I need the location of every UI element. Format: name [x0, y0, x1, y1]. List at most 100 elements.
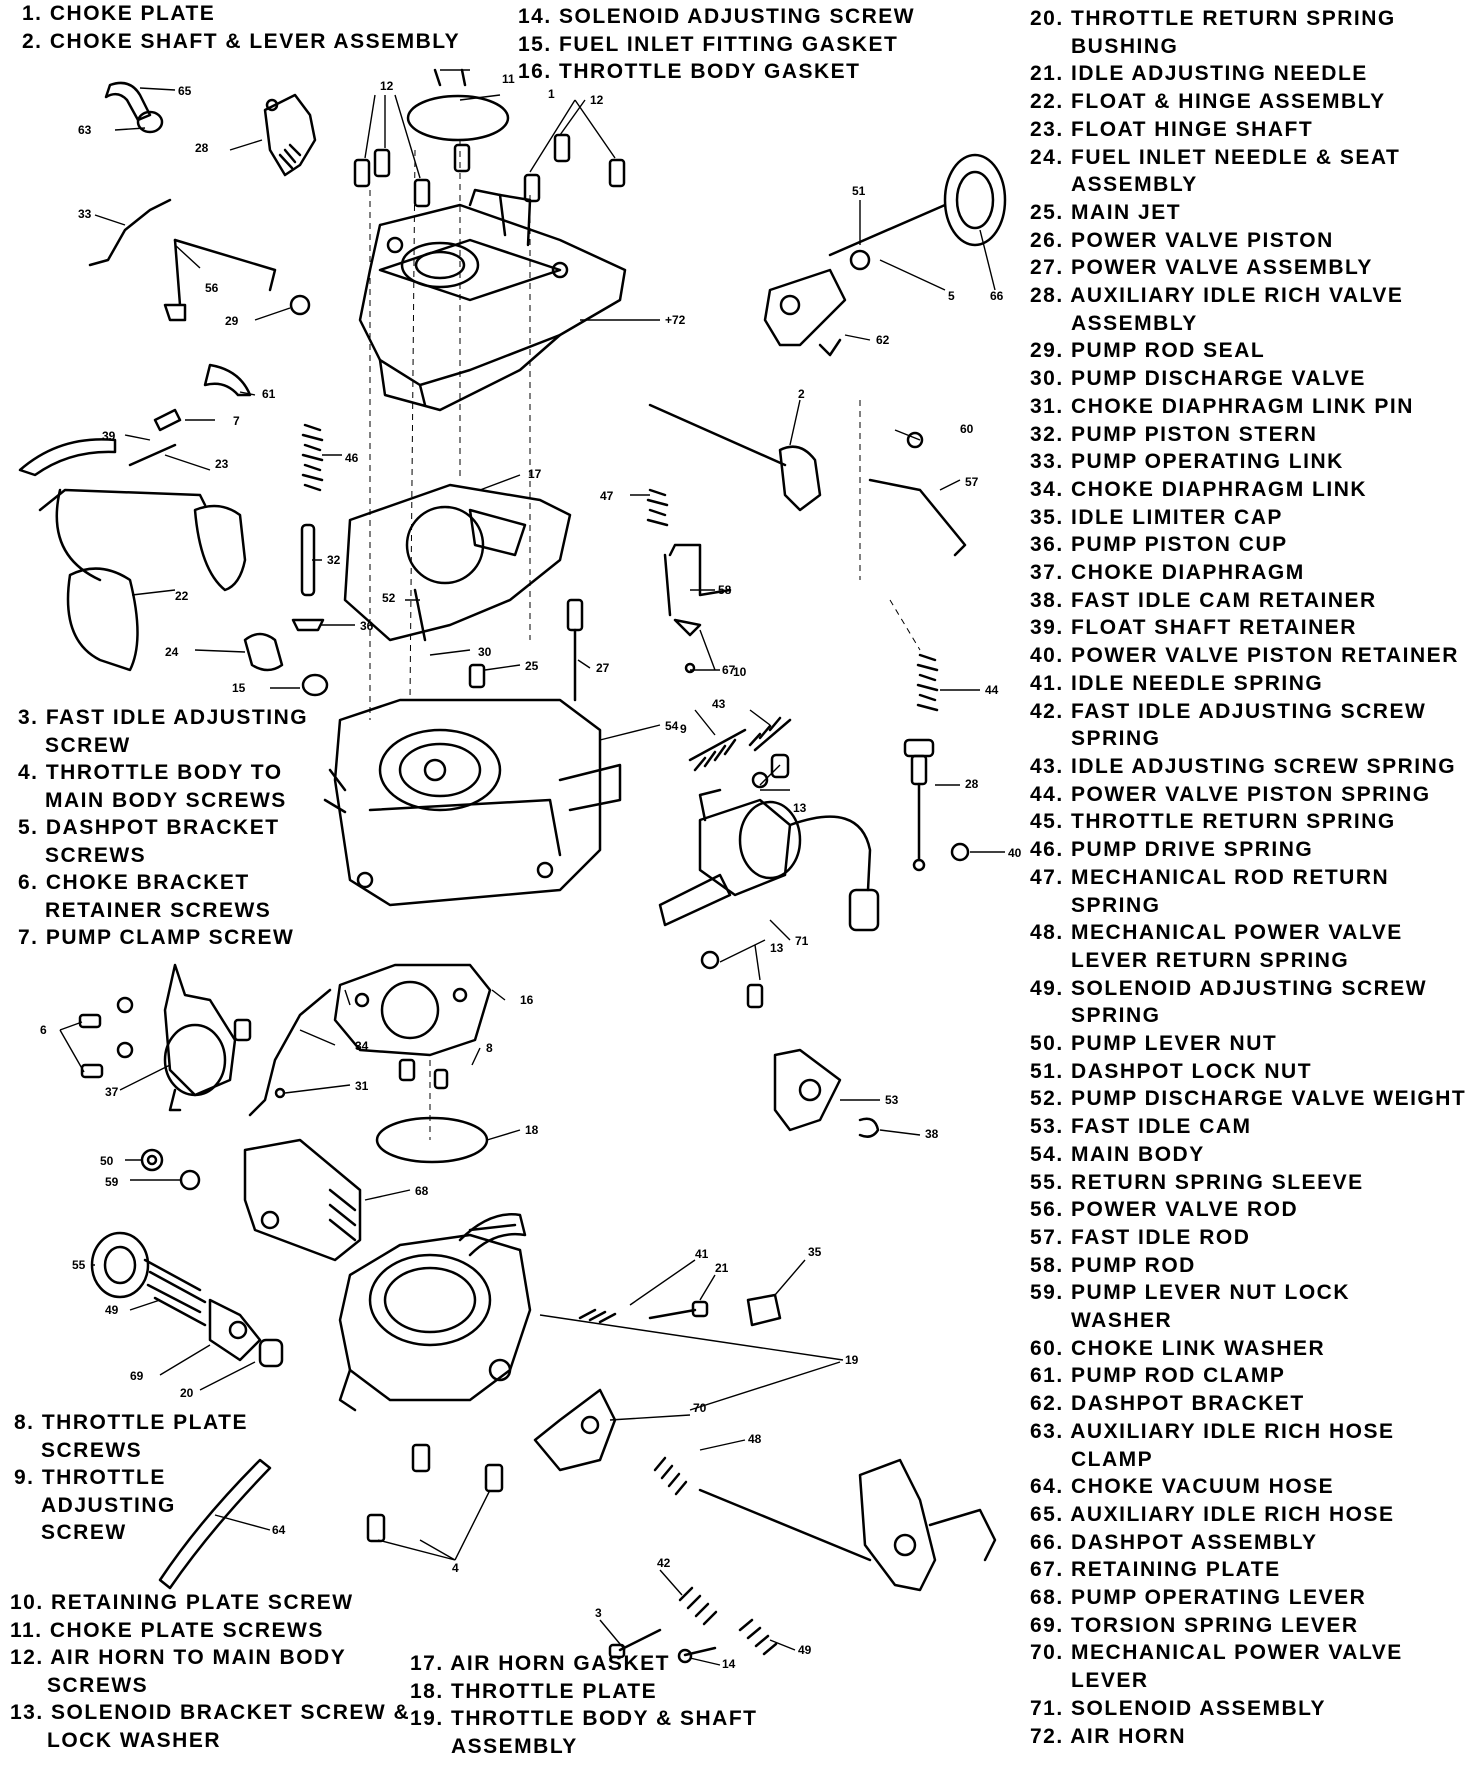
- svg-text:64: 64: [272, 1523, 286, 1537]
- svg-text:71: 71: [795, 934, 809, 948]
- svg-text:16: 16: [520, 993, 534, 1007]
- label-41: 41. IDLE NEEDLE SPRING: [1030, 671, 1324, 695]
- svg-text:28: 28: [965, 777, 979, 791]
- svg-text:11: 11: [502, 72, 515, 86]
- svg-text:15: 15: [232, 681, 246, 695]
- svg-text:44: 44: [985, 683, 999, 697]
- svg-text:54: 54: [665, 719, 679, 733]
- pump-operating-lever: [243, 1138, 362, 1262]
- svg-text:28: 28: [195, 141, 209, 155]
- svg-text:22: 22: [175, 589, 189, 603]
- label-13: 13. SOLENOID BRACKET SCREW &LOCK WASHER: [10, 1701, 411, 1752]
- svg-text:27: 27: [596, 661, 610, 675]
- label-55: 55. RETURN SPRING SLEEVE: [1030, 1170, 1364, 1194]
- svg-text:10: 10: [733, 665, 747, 679]
- label-64: 64. CHOKE VACUUM HOSE: [1030, 1475, 1335, 1499]
- label-50: 50. PUMP LEVER NUT: [1030, 1032, 1278, 1056]
- label-10: 10. RETAINING PLATE SCREW: [10, 1591, 354, 1614]
- label-51: 51. DASHPOT LOCK NUT: [1030, 1059, 1313, 1083]
- label-57: 57. FAST IDLE ROD: [1030, 1225, 1251, 1249]
- svg-text:53: 53: [885, 1093, 899, 1107]
- label-36: 36. PUMP PISTON CUP: [1030, 533, 1288, 557]
- svg-text:12: 12: [590, 93, 604, 107]
- svg-text:48: 48: [748, 1432, 762, 1446]
- label-32: 32. PUMP PISTON STERN: [1030, 422, 1318, 446]
- label-31: 31. CHOKE DIAPHRAGM LINK PIN: [1030, 394, 1414, 418]
- svg-text:21: 21: [715, 1261, 729, 1275]
- labels-top-left: 1. CHOKE PLATE 2. CHOKE SHAFT & LEVER AS…: [22, 0, 460, 55]
- label-46: 46. PUMP DRIVE SPRING: [1030, 838, 1314, 862]
- label-60: 60. CHOKE LINK WASHER: [1030, 1336, 1326, 1360]
- svg-text:47: 47: [600, 489, 614, 503]
- label-68: 68. PUMP OPERATING LEVER: [1030, 1586, 1367, 1610]
- svg-text:46: 46: [345, 451, 359, 465]
- svg-text:30: 30: [478, 645, 492, 659]
- choke-diaphragm-part: [163, 963, 252, 1112]
- svg-text:42: 42: [657, 1556, 671, 1570]
- label-11: 11. CHOKE PLATE SCREWS: [10, 1618, 324, 1642]
- aux-idle-rich-valve: [263, 93, 317, 177]
- label-29: 29. PUMP ROD SEAL: [1030, 339, 1266, 363]
- labels-top-center: 14. SOLENOID ADJUSTING SCREW 15. FUEL IN…: [518, 3, 915, 86]
- label-58: 58. PUMP ROD: [1030, 1253, 1196, 1277]
- label-34: 34. CHOKE DIAPHRAGM LINK: [1030, 477, 1368, 501]
- svg-text:25: 25: [525, 659, 539, 673]
- svg-text:18: 18: [525, 1123, 539, 1137]
- svg-text:24: 24: [165, 645, 179, 659]
- label-69: 69. TORSION SPRING LEVER: [1030, 1613, 1359, 1637]
- svg-text:51: 51: [852, 184, 866, 198]
- svg-text:43: 43: [712, 697, 726, 711]
- svg-text:34: 34: [355, 1039, 369, 1053]
- svg-text:13: 13: [770, 941, 784, 955]
- label-2: 2. CHOKE SHAFT & LEVER ASSEMBLY: [22, 29, 461, 53]
- svg-text:7: 7: [233, 414, 240, 428]
- svg-text:5: 5: [948, 289, 955, 303]
- svg-text:70: 70: [693, 1401, 707, 1415]
- svg-text:49: 49: [105, 1303, 119, 1317]
- label-30: 30. PUMP DISCHARGE VALVE: [1030, 367, 1366, 391]
- svg-text:8: 8: [486, 1041, 493, 1055]
- svg-text:31: 31: [355, 1079, 369, 1093]
- label-44: 44. POWER VALVE PISTON SPRING: [1030, 782, 1431, 806]
- svg-text:12: 12: [380, 79, 394, 93]
- svg-text:63: 63: [78, 123, 92, 137]
- svg-text:52: 52: [382, 591, 396, 605]
- svg-text:33: 33: [78, 207, 92, 221]
- svg-text:38: 38: [925, 1127, 939, 1141]
- label-18: 18. THROTTLE PLATE: [410, 1679, 658, 1703]
- label-71: 71. SOLENOID ASSEMBLY: [1030, 1696, 1327, 1720]
- label-53: 53. FAST IDLE CAM: [1030, 1115, 1252, 1139]
- label-16: 16. THROTTLE BODY GASKET: [518, 60, 861, 83]
- svg-text:62: 62: [876, 333, 890, 347]
- svg-text:9: 9: [680, 722, 687, 736]
- svg-text:1: 1: [548, 87, 555, 101]
- svg-text:3: 3: [595, 1606, 602, 1620]
- label-67: 67. RETAINING PLATE: [1030, 1558, 1281, 1582]
- label-1: 1. CHOKE PLATE: [22, 2, 216, 25]
- label-72: 72. AIR HORN: [1030, 1724, 1187, 1748]
- svg-text:60: 60: [960, 422, 974, 436]
- label-37: 37. CHOKE DIAPHRAGM: [1030, 561, 1305, 585]
- label-35: 35. IDLE LIMITER CAP: [1030, 505, 1283, 529]
- label-54: 54. MAIN BODY: [1030, 1142, 1205, 1166]
- svg-text:35: 35: [808, 1245, 822, 1259]
- label-22: 22. FLOAT & HINGE ASSEMBLY: [1030, 90, 1386, 114]
- svg-text:57: 57: [965, 475, 979, 489]
- label-7: 7. PUMP CLAMP SCREW: [18, 926, 295, 949]
- label-52: 52. PUMP DISCHARGE VALVE WEIGHT: [1030, 1087, 1467, 1111]
- label-15: 15. FUEL INLET FITTING GASKET: [518, 32, 899, 56]
- label-65: 65. AUXILIARY IDLE RICH HOSE: [1030, 1502, 1395, 1526]
- label-23: 23. FLOAT HINGE SHAFT: [1030, 117, 1314, 141]
- label-61: 61. PUMP ROD CLAMP: [1030, 1364, 1286, 1388]
